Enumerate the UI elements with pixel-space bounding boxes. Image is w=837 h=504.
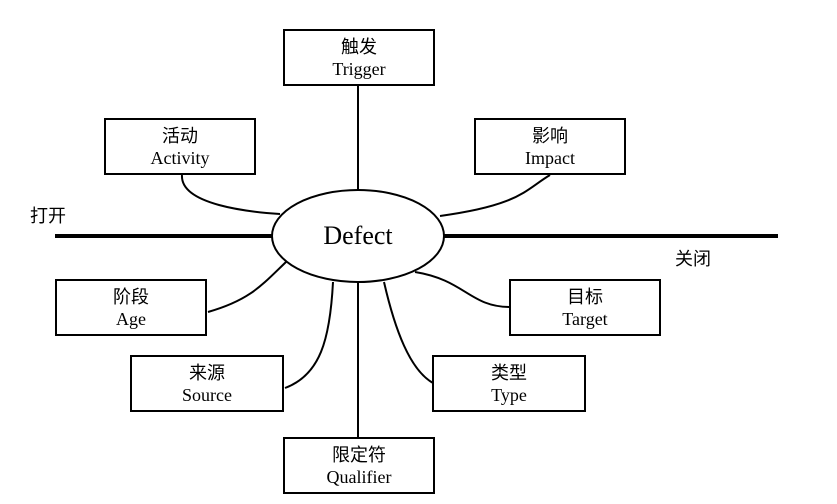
node-source: 来源 Source xyxy=(130,355,284,412)
node-qualifier: 限定符 Qualifier xyxy=(283,437,435,494)
node-activity-zh: 活动 xyxy=(162,125,198,146)
node-target-zh: 目标 xyxy=(567,286,603,307)
node-activity: 活动 Activity xyxy=(104,118,256,175)
node-source-zh: 来源 xyxy=(189,362,225,383)
connector-type xyxy=(383,281,434,384)
connector-target xyxy=(414,271,511,308)
node-trigger: 触发 Trigger xyxy=(283,29,435,86)
connector-source xyxy=(284,281,334,389)
node-qualifier-en: Qualifier xyxy=(326,466,392,487)
connector-activity xyxy=(180,174,281,215)
node-impact: 影响 Impact xyxy=(474,118,626,175)
node-qualifier-zh: 限定符 xyxy=(332,444,386,465)
node-type-en: Type xyxy=(491,384,527,405)
defect-ellipse xyxy=(271,189,445,283)
axis-close-label: 关闭 xyxy=(675,249,711,269)
node-type: 类型 Type xyxy=(432,355,586,412)
node-trigger-en: Trigger xyxy=(332,58,386,79)
node-age-en: Age xyxy=(116,308,146,329)
node-type-zh: 类型 xyxy=(491,362,527,383)
node-target: 目标 Target xyxy=(509,279,661,336)
connector-age xyxy=(207,261,287,313)
node-trigger-zh: 触发 xyxy=(341,36,377,57)
node-age: 阶段 Age xyxy=(55,279,207,336)
node-impact-en: Impact xyxy=(525,147,575,168)
node-activity-en: Activity xyxy=(150,147,210,168)
node-age-zh: 阶段 xyxy=(113,286,149,307)
connector-impact xyxy=(439,174,551,217)
node-impact-zh: 影响 xyxy=(532,125,568,146)
node-source-en: Source xyxy=(182,384,232,405)
axis-open-label: 打开 xyxy=(30,206,66,226)
defect-label: Defect xyxy=(323,221,393,250)
node-target-en: Target xyxy=(562,308,608,329)
